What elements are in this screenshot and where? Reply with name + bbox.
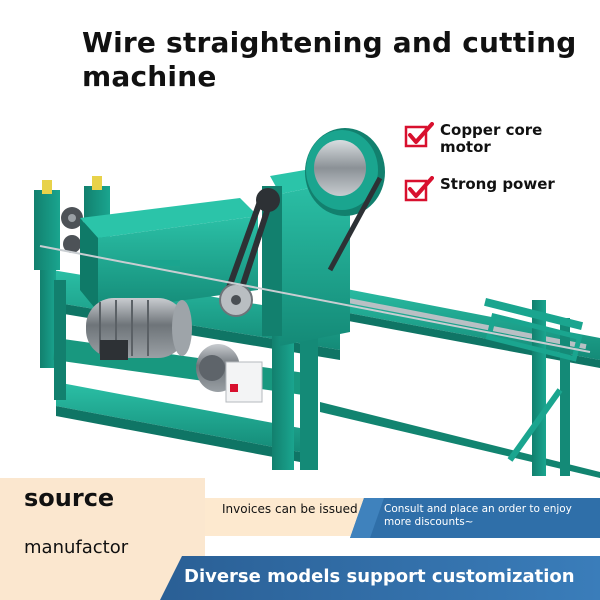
- checkbox-check-icon: [404, 176, 434, 202]
- consult-tag: [350, 498, 600, 538]
- feature-label: Strong power: [440, 175, 555, 193]
- feature-strong-power: Strong power: [404, 176, 594, 202]
- invoices-text: Invoices can be issued: [222, 502, 358, 516]
- manufactor-label: manufactor: [24, 537, 129, 558]
- customization-band: [160, 556, 600, 600]
- consult-text: Consult and place an order to enjoy more…: [384, 503, 572, 528]
- source-label: source: [24, 484, 115, 512]
- invoices-tag: [205, 498, 365, 536]
- feature-label: Copper core motor: [440, 121, 543, 156]
- feature-copper-core: Copper core motor: [404, 122, 594, 156]
- checkbox-check-icon: [404, 122, 434, 148]
- page-title: Wire straightening and cutting machine: [82, 26, 577, 93]
- customization-text: Diverse models support customization: [184, 566, 575, 587]
- machine-illustration: [34, 128, 600, 478]
